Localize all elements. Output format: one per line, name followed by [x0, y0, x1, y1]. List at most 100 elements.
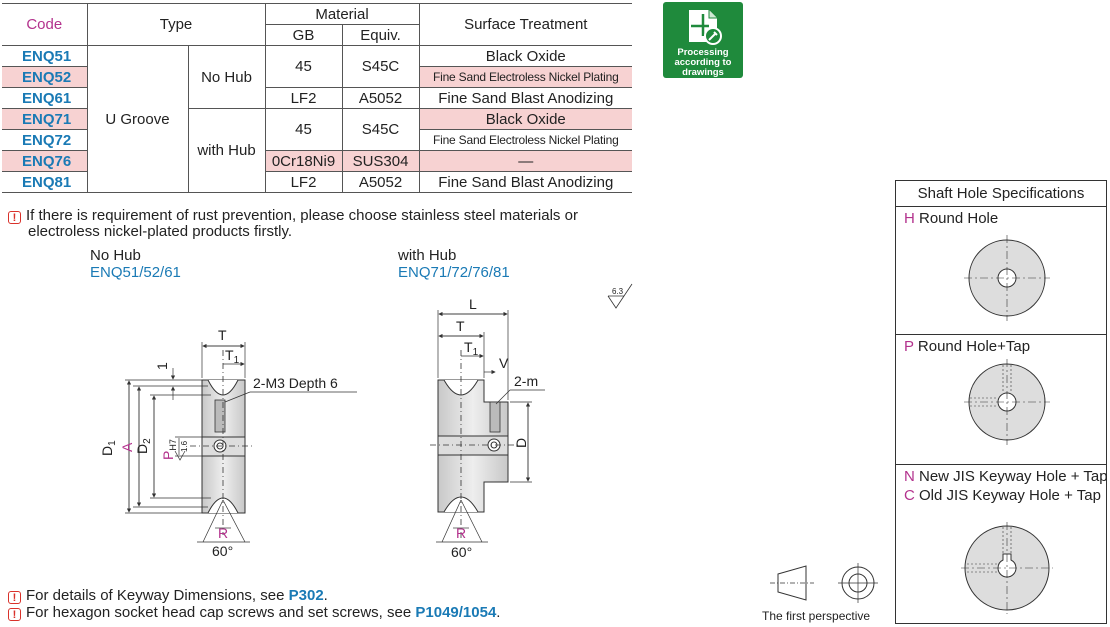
- new-jis-label: N New JIS Keyway Hole + Tap: [904, 468, 1108, 485]
- table-row: ENQ51 U Groove No Hub 45 S45C Black Oxid…: [2, 45, 633, 193]
- row-code: ENQ71: [2, 108, 88, 130]
- surface-roughness-value: 6.3: [612, 287, 624, 296]
- screw-note-end: .: [496, 604, 501, 621]
- header-material: Material: [264, 3, 420, 25]
- dim-t1: T1: [225, 347, 240, 366]
- table-row: ENQ71 with Hub 45 S45C Black Oxide: [2, 108, 633, 193]
- code-p: P: [904, 338, 914, 355]
- label-c: Old JIS Keyway Hole + Tap: [914, 487, 1101, 504]
- dim-d2-sub: 2: [142, 438, 153, 444]
- type-no-hub: No Hub: [187, 45, 266, 109]
- dim-r: R: [218, 525, 228, 541]
- header-code: Code: [2, 3, 88, 46]
- surface-cell: Fine Sand Electroless Nickel Plating: [418, 66, 633, 88]
- old-jis-label: C Old JIS Keyway Hole + Tap: [904, 487, 1101, 504]
- dim-d2-main: D: [134, 444, 150, 454]
- dim-t1-main: T: [225, 347, 234, 363]
- dim-t: T: [456, 318, 465, 334]
- keyway-note: ! For details of Keyway Dimensions, see P…: [8, 588, 328, 604]
- round-hole-label: H Round Hole: [904, 210, 998, 227]
- row-code: ENQ81: [2, 171, 88, 193]
- gb-cell: 45: [264, 45, 343, 88]
- table-row: ENQ52 Fine Sand Electroless Nickel Plati…: [2, 66, 633, 88]
- header-surface: Surface Treatment: [418, 3, 633, 46]
- header-type: Type: [86, 3, 266, 46]
- dim-a: A: [119, 442, 135, 452]
- projection-label: The first perspective: [762, 609, 871, 623]
- table-row: ENQ72 Fine Sand Electroless Nickel Plati…: [2, 129, 633, 151]
- gb-cell: 45: [264, 108, 343, 151]
- table-row: ENQ81 LF2 A5052 Fine Sand Blast Anodizin…: [2, 171, 633, 193]
- round-hole-tap-label: P Round Hole+Tap: [904, 338, 1030, 355]
- code-c: C: [904, 487, 915, 504]
- dim-p-sub: H7: [168, 439, 178, 451]
- table-row: ENQ76 0Cr18Ni9 SUS304 —: [2, 150, 633, 172]
- badge-text: Processing according to drawings: [663, 48, 743, 78]
- dim-t1-main: T: [464, 339, 473, 355]
- dim-l: L: [469, 296, 477, 312]
- dim-v: V: [499, 355, 509, 371]
- processing-badge[interactable]: Processing according to drawings: [663, 2, 743, 78]
- equiv-cell: SUS304: [341, 150, 420, 172]
- first-angle-projection-icon: [770, 563, 878, 603]
- badge-line: drawings: [682, 67, 724, 78]
- warning-icon: !: [8, 591, 21, 604]
- shaft-hole-panel: Shaft Hole Specifications H Round Hole P…: [895, 180, 1108, 625]
- type-u-groove: U Groove: [86, 45, 189, 193]
- dim-angle: 60°: [212, 543, 233, 559]
- no-hub-title: No Hub: [90, 247, 141, 264]
- warning-icon: !: [8, 608, 21, 621]
- code-h: H: [904, 210, 915, 227]
- roughness-value: 1.6: [180, 440, 189, 452]
- surface-cell: —: [418, 150, 633, 172]
- with-hub-drawing: 6.3 L T T1 V 2-m D R 60°: [430, 283, 633, 560]
- label-n: New JIS Keyway Hole + Tap: [914, 468, 1108, 485]
- screw-note: !For hexagon socket head cap screws and …: [8, 605, 500, 621]
- with-hub-title: with Hub: [398, 247, 457, 264]
- spec-table: Code Type Material Surface Treatment GB …: [2, 3, 633, 193]
- dim-t1-sub: 1: [234, 355, 240, 366]
- callout-m3: 2-M3 Depth 6: [253, 375, 338, 391]
- section-round-hole[interactable]: H Round Hole: [896, 206, 1106, 335]
- surface-cell: Fine Sand Blast Anodizing: [418, 87, 633, 109]
- header-equiv: Equiv.: [341, 24, 420, 46]
- rust-note: !If there is requirement of rust prevent…: [8, 208, 578, 240]
- round-hole-icon: [964, 235, 1050, 321]
- code-n: N: [904, 468, 915, 485]
- label-p: Round Hole+Tap: [913, 338, 1031, 355]
- gb-cell: LF2: [264, 171, 343, 193]
- row-code: ENQ61: [2, 87, 88, 109]
- roughness-symbol-icon: [607, 283, 633, 309]
- panel-title: Shaft Hole Specifications: [917, 185, 1085, 202]
- badge-line: Processing: [677, 47, 729, 58]
- dim-r: R: [456, 525, 466, 541]
- row-code: ENQ76: [2, 150, 88, 172]
- equiv-cell: S45C: [341, 45, 420, 88]
- surface-cell: Fine Sand Blast Anodizing: [418, 171, 633, 193]
- keyway-page-link[interactable]: P302: [288, 587, 324, 604]
- surface-cell: Fine Sand Electroless Nickel Plating: [418, 129, 633, 151]
- keyway-note-end: .: [323, 587, 328, 604]
- dim-t: T: [218, 327, 227, 343]
- dim-p: PH7: [160, 439, 178, 460]
- no-hub-codes: ENQ51/52/61: [90, 264, 181, 281]
- row-code: ENQ72: [2, 129, 88, 151]
- dim-t1: T1: [464, 339, 479, 358]
- dim-d2: D2: [134, 438, 153, 454]
- dim-d1: D1: [99, 440, 118, 456]
- dim-t1-sub: 1: [473, 347, 479, 358]
- document-wrench-icon: [689, 10, 722, 45]
- callout-m: 2-m: [514, 373, 538, 389]
- screw-page-link[interactable]: P1049/1054: [415, 604, 497, 621]
- section-round-hole-tap[interactable]: P Round Hole+Tap: [896, 334, 1106, 465]
- dim-angle: 60°: [451, 544, 472, 560]
- section-keyway-hole-tap[interactable]: N New JIS Keyway Hole + Tap C Old JIS Ke…: [896, 464, 1108, 625]
- no-hub-drawing: T T1 1 2-M3 Depth 6 D1 A D2 PH7 1.6 R 60…: [99, 327, 357, 559]
- equiv-cell: S45C: [341, 108, 420, 151]
- keyway-note-text: For details of Keyway Dimensions, see: [26, 587, 289, 604]
- dim-p-main: P: [160, 451, 176, 460]
- dim-d1-sub: 1: [107, 440, 118, 446]
- surface-cell: Black Oxide: [418, 108, 633, 130]
- gb-cell: 0Cr18Ni9: [264, 150, 343, 172]
- label-h: Round Hole: [914, 210, 999, 227]
